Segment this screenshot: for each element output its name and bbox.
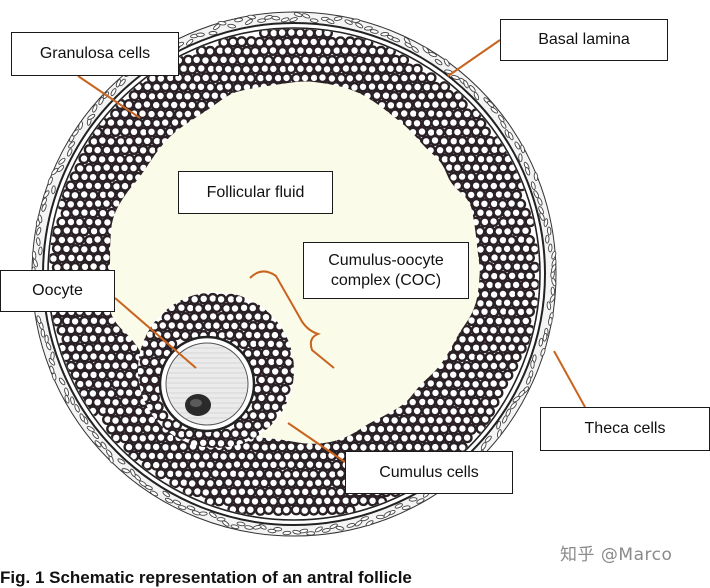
follicular-fluid-label: Follicular fluid	[178, 171, 333, 214]
leader-theca	[553, 350, 586, 408]
cumulus-cells-label: Cumulus cells	[345, 451, 513, 494]
leader-basal	[447, 39, 501, 77]
oocyte	[158, 335, 256, 433]
leader-cumulus	[287, 422, 346, 463]
granulosa-cells-label: Granulosa cells	[11, 32, 179, 76]
oocyte-label: Oocyte	[0, 270, 115, 312]
basal-lamina-label: Basal lamina	[500, 19, 668, 61]
watermark: 知乎 @Marco	[560, 545, 673, 565]
theca-cells-label: Theca cells	[540, 407, 710, 451]
leader-oocyte	[114, 297, 197, 369]
leader-lines	[77, 39, 586, 463]
figure-caption: Fig. 1 Schematic representation of an an…	[0, 568, 412, 587]
coc-label: Cumulus-oocyte complex (COC)	[303, 242, 469, 299]
coc-bracket	[249, 270, 335, 369]
leader-granulosa	[77, 75, 141, 119]
